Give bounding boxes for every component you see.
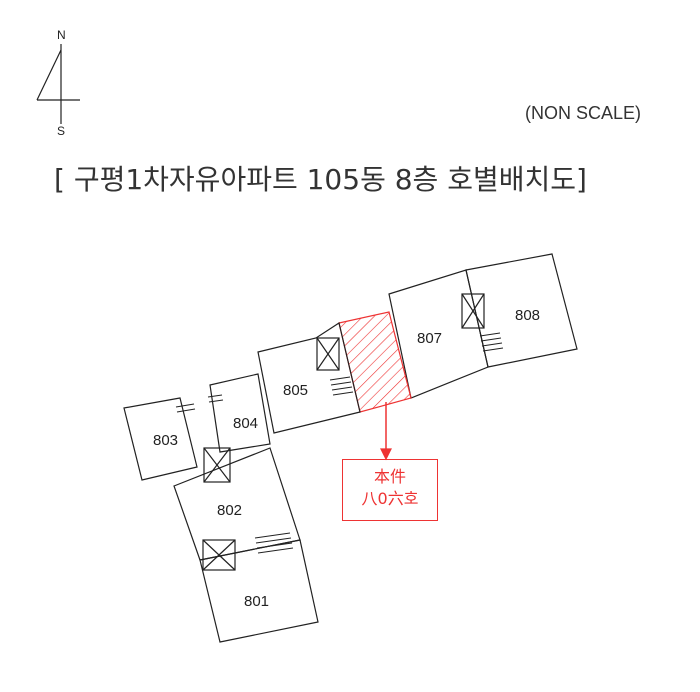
- label-803: 803: [153, 432, 178, 449]
- unit-807: [388, 269, 489, 399]
- label-807: 807: [417, 330, 442, 347]
- label-804: 804: [233, 415, 258, 432]
- subject-unit-callout: 本件 八0六호: [342, 459, 438, 521]
- scale-note: (NON SCALE): [525, 103, 642, 123]
- unit-805: [257, 322, 361, 434]
- north-arrow-icon: [36, 44, 80, 124]
- elevator-core-802: [202, 539, 236, 571]
- unit-804: [209, 373, 271, 453]
- label-805: 805: [283, 382, 308, 399]
- unit-803: [123, 397, 198, 481]
- unit-801: [199, 539, 319, 643]
- callout-line-1: 本件: [373, 467, 406, 486]
- callout-line-2: 八0六호: [361, 489, 419, 508]
- label-802: 802: [217, 502, 242, 519]
- south-label: S: [57, 124, 66, 138]
- elevator-core-807: [461, 293, 485, 329]
- north-label: N: [57, 28, 66, 42]
- unit-806: [338, 311, 412, 413]
- label-801: 801: [244, 593, 269, 610]
- label-808: 808: [515, 307, 540, 324]
- elevator-core-805: [316, 337, 340, 371]
- elevator-core-803: [203, 447, 231, 483]
- page-title: [ 구평1차자유아파트 105동 8층 호별배치도]: [54, 163, 587, 196]
- north-arrow: N S: [0, 0, 110, 150]
